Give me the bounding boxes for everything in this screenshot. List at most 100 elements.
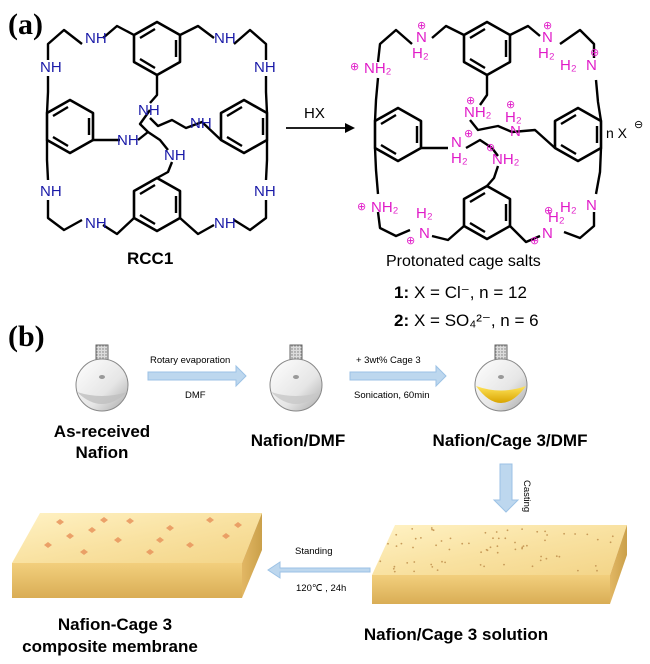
solution-speckle [431,566,434,568]
solution-speckle [432,529,435,532]
cage-particle [66,533,74,539]
solution-speckle [461,542,464,545]
flask-nafion-cage-dmf [474,344,528,412]
solution-speckle [492,537,494,540]
cage-particle [156,537,164,543]
solution-speckle [449,537,452,540]
plus-charge: ⊕ [406,234,415,247]
solution-speckle [503,563,505,566]
step4-bottom-label: 120℃ , 24h [296,583,346,594]
protonated-amine-label: NH₂ [371,199,399,216]
amine-label: NH [138,102,160,119]
composite-membrane-slab [12,513,262,598]
solution-speckle [414,537,417,540]
plus-charge: ⊕ [544,204,553,217]
flask-1-label-line1: As-received [54,422,150,441]
product-2-formula: X = SO₄²⁻, n = 6 [414,311,539,330]
flask-as-received [75,344,129,412]
solution-speckle [484,531,487,534]
solution-speckle [521,528,523,530]
protonated-amine-h2: H₂ [416,205,433,222]
solution-speckle [596,538,599,541]
solution-speckle [586,533,589,536]
solution-speckle [483,565,485,568]
cage-particle [56,519,64,525]
solution-speckle [395,533,398,536]
amine-label: NH [117,132,139,149]
solution-speckle [441,560,443,563]
flask-3-label: Nafion/Cage 3/DMF [433,431,588,450]
protonated-amine-h2: H₂ [560,199,577,216]
benzene-ring-bottom [132,176,182,233]
solution-speckle [497,537,500,540]
protonated-amine-n: N [419,225,430,242]
step2-top-label: + 3wt% Cage 3 [356,355,421,366]
protonated-amine-label: NH₂ [364,60,392,77]
benzene-ring-left [45,98,95,155]
cage-particle [114,537,122,543]
cage-name-label: RCC1 [127,249,173,268]
solution-speckle [563,532,565,535]
plus-charge: ⊕ [357,200,366,213]
rcc1-cage-structure: NH NH NH NH NH NH NH NH NH NH NH NH RCC1 [40,20,276,268]
solution-speckle [504,537,507,540]
membrane-label-line2: composite membrane [22,637,198,656]
protonated-cage-structure: N H₂ ⊕ N H₂ ⊕ NH₂ ⊕ H₂ N ⊕ NH₂ ⊕ H₂ N ⊕ … [350,19,643,330]
panel-a-label: (a) [8,8,43,41]
solution-label: Nafion/Cage 3 solution [364,625,548,644]
solution-speckle [440,540,443,542]
solution-speckle [430,563,433,566]
solution-speckle [436,569,439,571]
reaction-arrow: HX [286,105,355,133]
solution-speckle [489,546,492,549]
protonated-amine-n: N [542,225,553,242]
amine-label: NH [164,147,186,164]
cage-particle [206,517,214,523]
solution-speckle [521,547,523,550]
solution-speckle [531,565,534,568]
protonated-amine-label: NH₂ [492,151,520,168]
step-arrow-casting: Casting [492,463,532,513]
step-arrow-add-cage: + 3wt% Cage 3 Sonication, 60min [349,355,447,401]
solution-speckle [468,542,470,545]
plus-charge: ⊕ [590,46,599,59]
amine-label: NH [190,115,212,132]
solution-speckle [448,548,451,551]
solution-speckle [412,546,414,549]
step1-bottom-label: DMF [185,390,206,401]
solution-speckle [392,567,395,570]
protonated-amine-h2: H₂ [538,45,555,62]
protonated-amine-h2: H₂ [560,57,577,74]
step1-top-label: Rotary evaporation [150,355,230,366]
amine-label: NH [40,183,62,200]
solution-speckle [574,533,576,535]
cage-particle [80,549,88,555]
step3-label: Casting [521,480,532,512]
solution-speckle [411,528,414,530]
solution-speckle [393,565,396,568]
solution-speckle [545,557,548,560]
plus-charge: ⊕ [466,94,475,107]
cage-particle [234,522,242,528]
solution-speckle [555,555,558,558]
amine-label: NH [254,59,276,76]
solution-speckle [430,527,433,529]
solution-speckle [485,548,488,551]
plus-charge: ⊕ [417,19,426,32]
solution-speckle [495,531,498,533]
solution-speckle [480,551,482,554]
solution-speckle [544,539,546,542]
cage-particle [146,549,154,555]
flask-1-label-line2: Nafion [76,443,129,462]
protonated-amine-n: N [451,134,462,151]
cage-particle [126,518,134,524]
solution-speckle [577,569,579,572]
solution-speckle [514,548,517,551]
protonated-amine-h2: H₂ [412,45,429,62]
protonated-amine-n: N [542,29,553,46]
solution-speckle [379,560,382,563]
step-arrow-rotary-evaporation: Rotary evaporation DMF [147,355,247,401]
amine-label: NH [254,183,276,200]
panel-b-label: (b) [8,320,45,353]
